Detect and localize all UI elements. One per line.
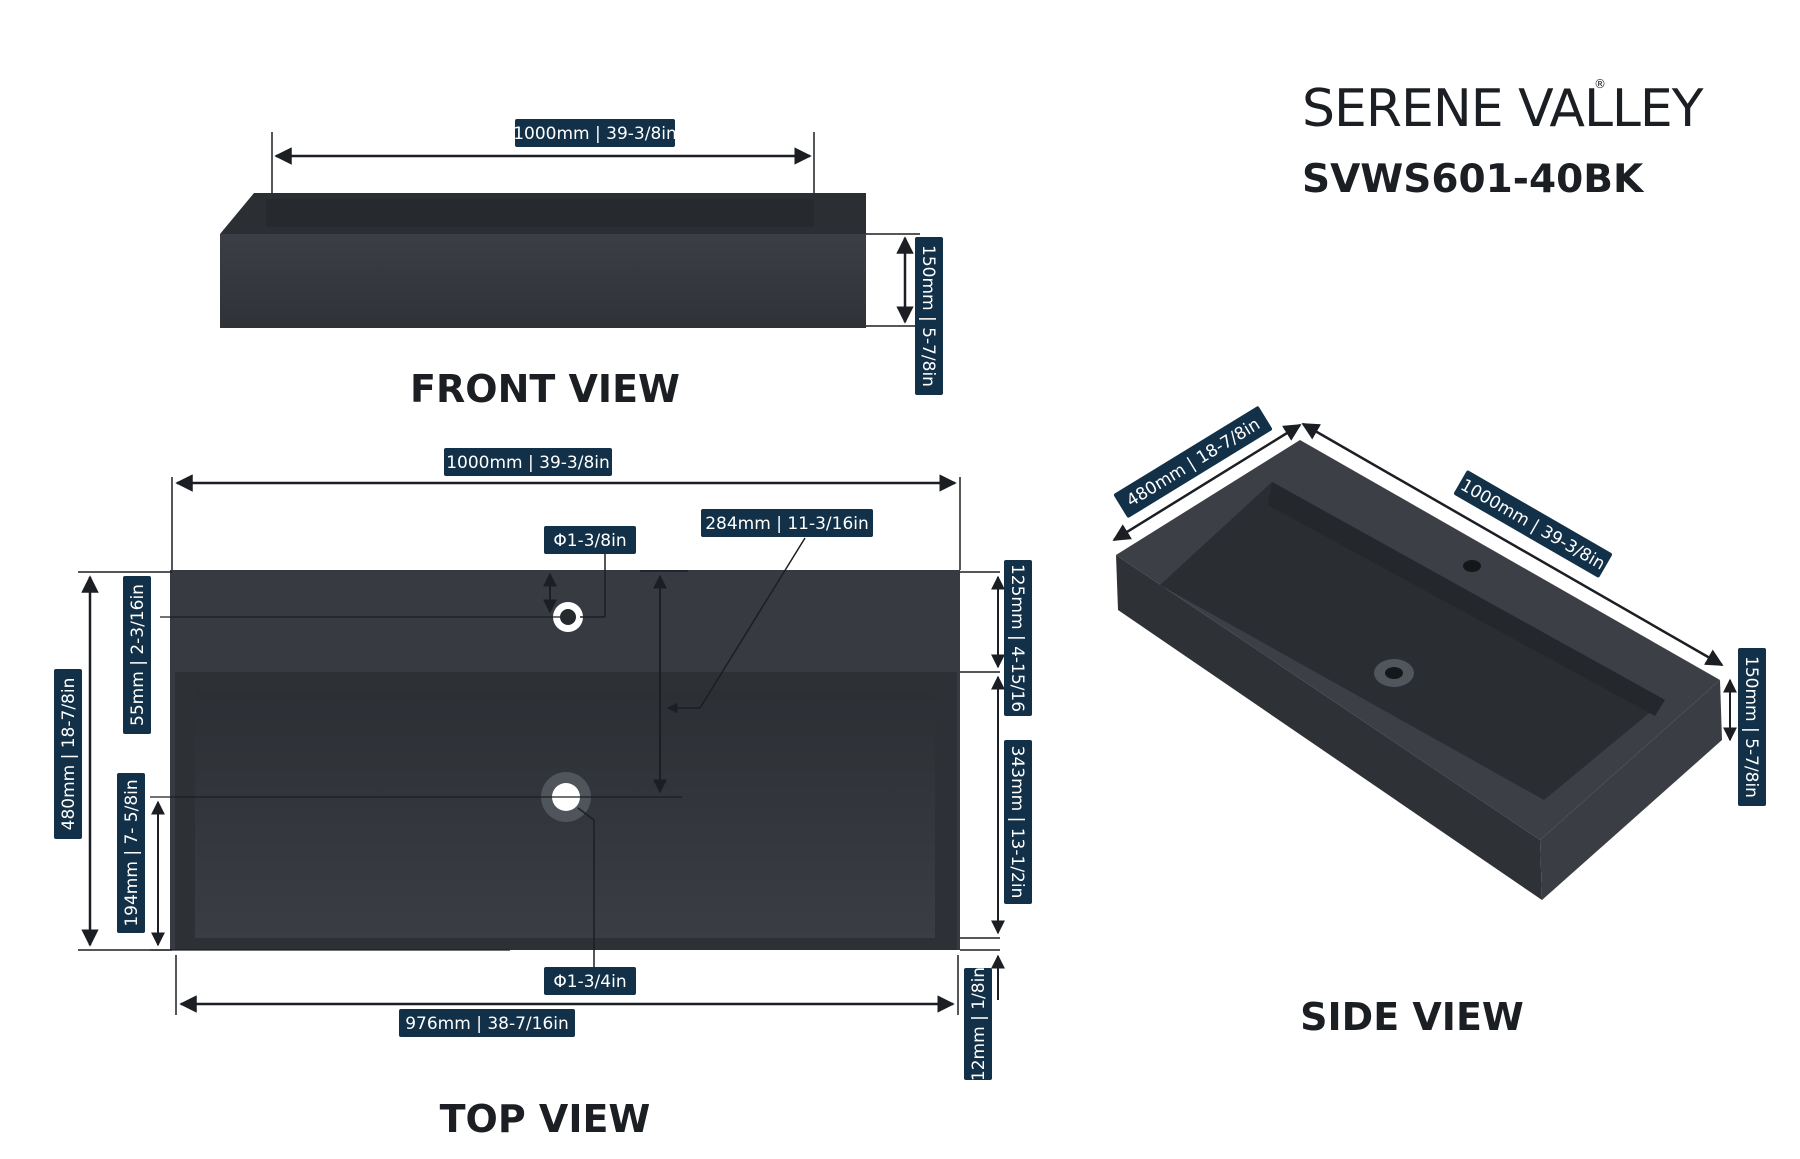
svg-text:12mm | 1/8in: 12mm | 1/8in xyxy=(969,967,989,1081)
dim-line-side-width xyxy=(1301,422,1724,667)
top-view: 1000mm | 39-3/8in Φ1-3/8in 55mm | 2-3/16… xyxy=(54,448,1032,1141)
svg-text:150mm | 5-7/8in: 150mm | 5-7/8in xyxy=(1741,656,1761,798)
label-deck-depth: 125mm | 4-15/16 xyxy=(1004,560,1032,716)
label-tap-hole: Φ1-3/8in xyxy=(544,526,636,554)
side-view-title: SIDE VIEW xyxy=(1300,995,1524,1039)
label-basin-depth: 343mm | 13-1/2in xyxy=(1004,740,1032,904)
label-drain-from-front: 194mm | 7- 5/8in xyxy=(117,773,145,933)
side-view: 480mm | 18-7/8in 1000mm | 39-3/8in 150mm… xyxy=(1112,406,1766,1039)
side-sink-right-face xyxy=(1540,680,1722,900)
front-sink-rim xyxy=(266,199,814,227)
side-tap-hole xyxy=(1463,560,1481,572)
svg-text:194mm | 7- 5/8in: 194mm | 7- 5/8in xyxy=(122,779,142,926)
brand-block: SERENE VALLEY ® SVWS601-40BK xyxy=(1302,77,1705,202)
svg-text:150mm | 5-7/8in: 150mm | 5-7/8in xyxy=(918,245,938,387)
tap-hole-shadow xyxy=(560,609,576,625)
front-sink-body xyxy=(220,234,866,328)
label-drain-from-back: 284mm | 11-3/16in xyxy=(701,509,873,537)
svg-text:284mm | 11-3/16in: 284mm | 11-3/16in xyxy=(705,514,869,534)
front-view-title: FRONT VIEW xyxy=(410,367,680,411)
model-number: SVWS601-40BK xyxy=(1302,157,1645,202)
label-tap-from-back: 55mm | 2-3/16in xyxy=(123,576,151,734)
leader-drain-from-back xyxy=(699,537,806,709)
registered-mark: ® xyxy=(1594,77,1606,91)
svg-text:1000mm | 39-3/8in: 1000mm | 39-3/8in xyxy=(513,124,677,144)
svg-text:976mm | 38-7/16in: 976mm | 38-7/16in xyxy=(405,1014,569,1034)
svg-text:Φ1-3/4in: Φ1-3/4in xyxy=(553,972,626,992)
brand-logo: SERENE VALLEY xyxy=(1302,79,1704,139)
label-bottom-width: 976mm | 38-7/16in xyxy=(399,1009,575,1037)
label-total-depth: 480mm | 18-7/8in xyxy=(54,669,82,839)
front-view: 1000mm | 39-3/8in 150mm | 5-7/8in FRONT … xyxy=(220,119,943,411)
label-front-height: 150mm | 5-7/8in xyxy=(915,237,943,395)
svg-text:55mm | 2-3/16in: 55mm | 2-3/16in xyxy=(128,584,148,726)
svg-text:Φ1-3/8in: Φ1-3/8in xyxy=(553,531,626,551)
svg-text:480mm | 18-7/8in: 480mm | 18-7/8in xyxy=(59,678,79,831)
svg-text:125mm | 4-15/16: 125mm | 4-15/16 xyxy=(1007,564,1027,712)
dim-line-side-depth xyxy=(1112,423,1302,542)
side-drain-hole xyxy=(1385,667,1403,679)
svg-text:1000mm | 39-3/8in: 1000mm | 39-3/8in xyxy=(446,453,610,473)
side-sink-front-face xyxy=(1116,555,1542,900)
label-top-width: 1000mm | 39-3/8in xyxy=(444,448,612,476)
svg-text:343mm | 13-1/2in: 343mm | 13-1/2in xyxy=(1007,746,1027,899)
label-front-width: 1000mm | 39-3/8in xyxy=(513,119,677,147)
label-side-height: 150mm | 5-7/8in xyxy=(1738,648,1766,806)
leader-drain-hole xyxy=(577,807,595,821)
label-drain-hole: Φ1-3/4in xyxy=(544,967,636,995)
top-view-title: TOP VIEW xyxy=(440,1097,651,1141)
label-lip: 12mm | 1/8in xyxy=(964,967,992,1081)
